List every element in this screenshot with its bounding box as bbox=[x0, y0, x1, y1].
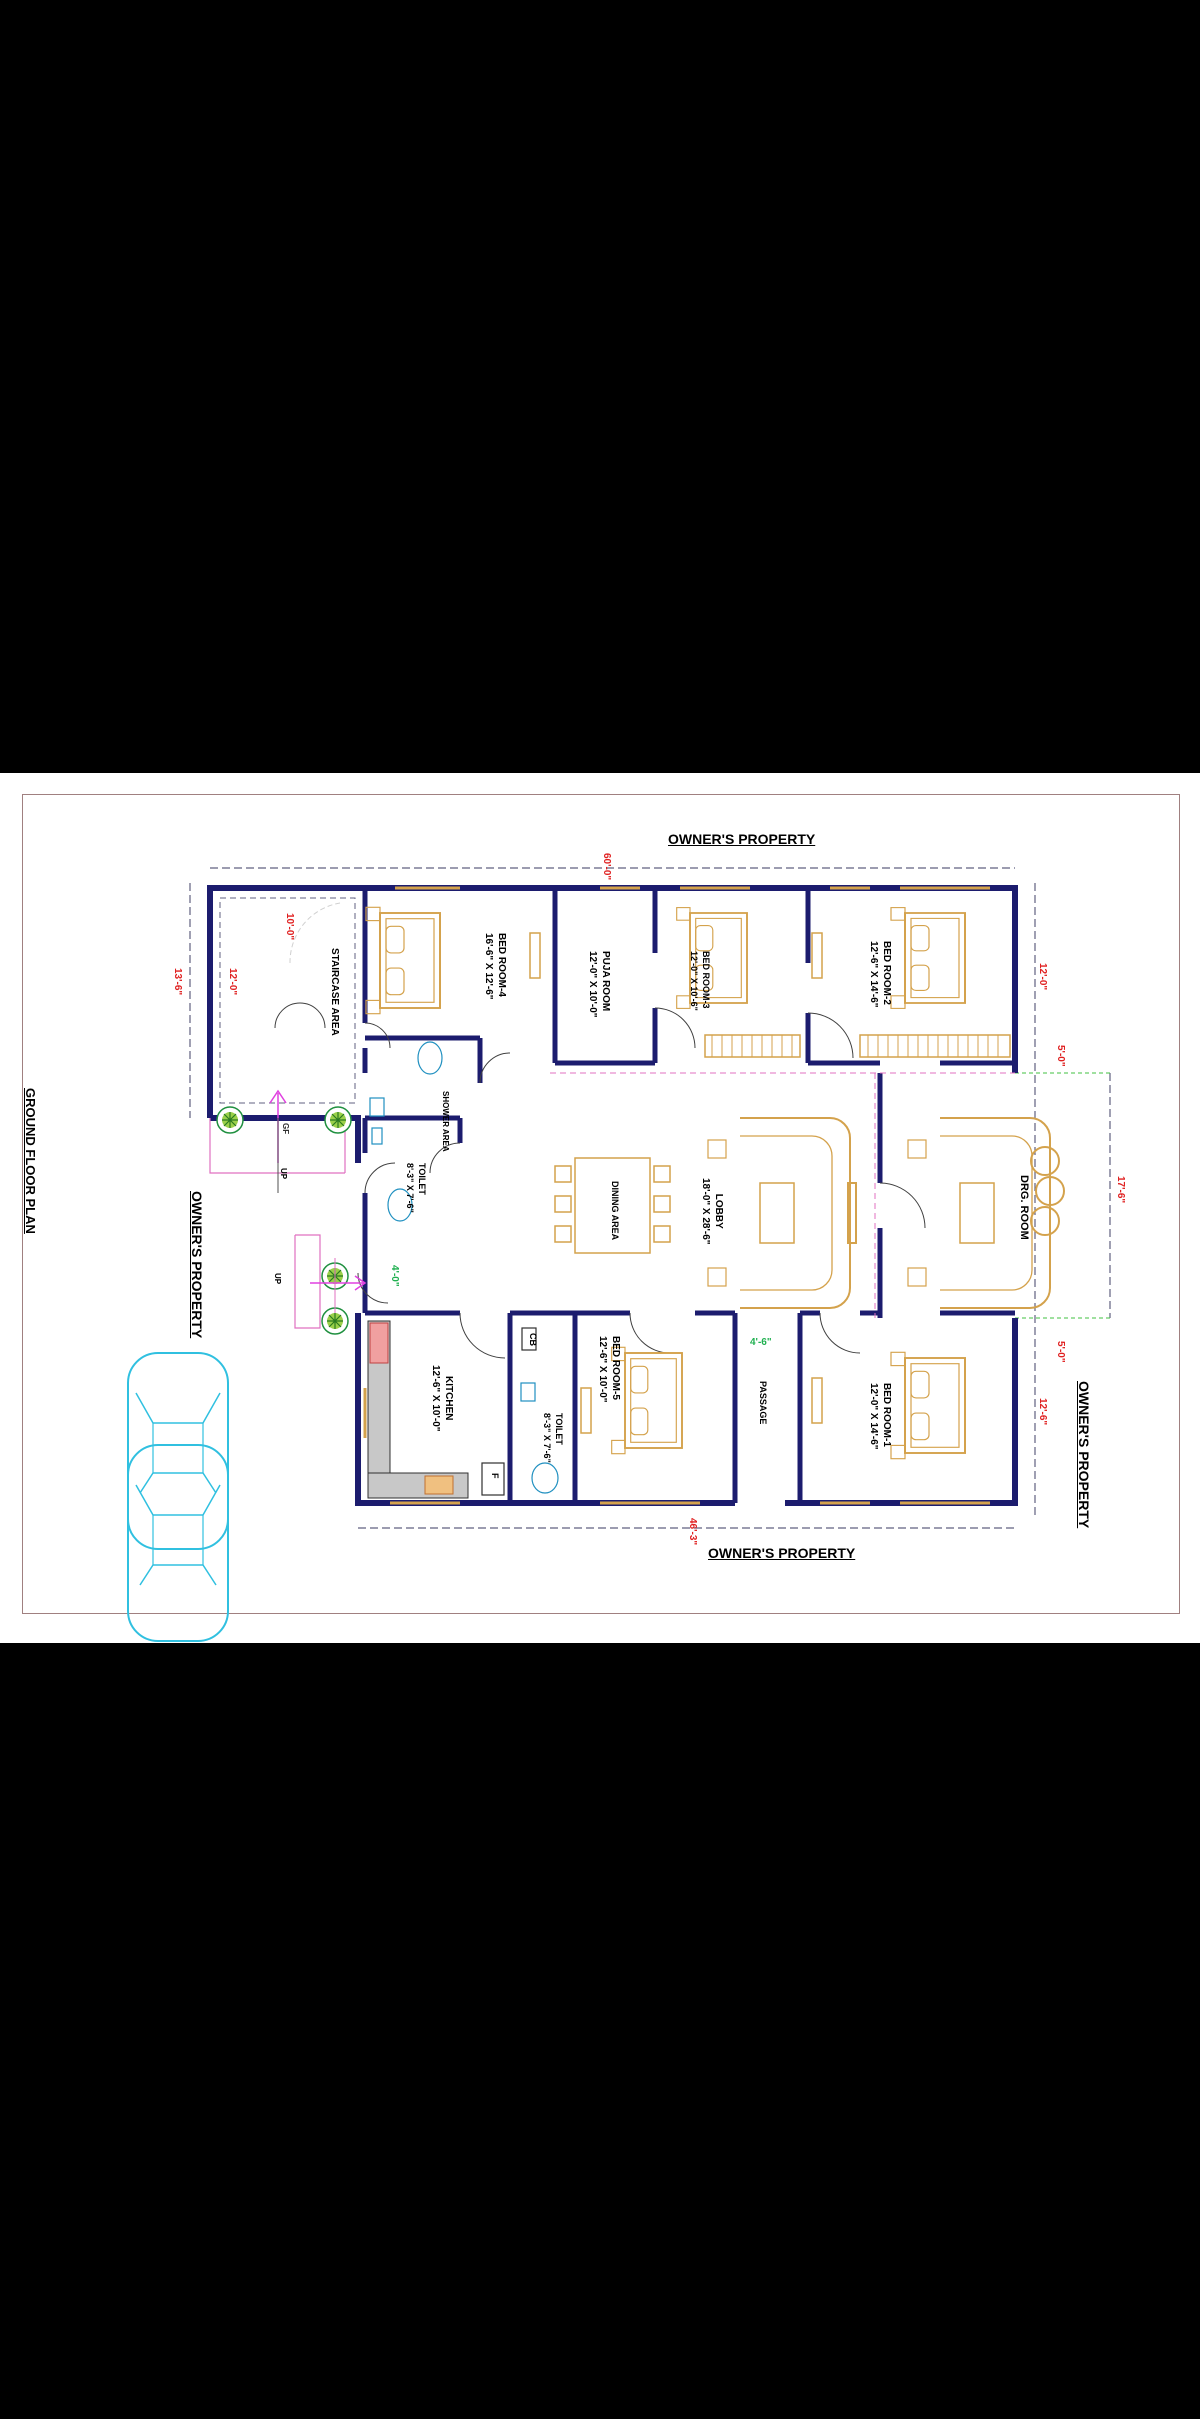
bed4-name: BED ROOM-4 bbox=[496, 933, 507, 997]
dining-table bbox=[554, 1157, 671, 1254]
drawing-sheet: GROUND FLOOR PLAN OWNER'S PROPERTY OWNER… bbox=[0, 773, 1200, 1643]
car-gf-label: GF bbox=[281, 1123, 290, 1135]
sheet-border bbox=[22, 794, 1180, 1614]
sofa-sets bbox=[550, 1072, 1065, 1318]
room-bed5: BED ROOM-5 12'-6" X 10'-0" bbox=[596, 1336, 622, 1403]
puja-size: 12'-0" X 10'-0" bbox=[587, 951, 598, 1018]
toilet-fixtures bbox=[369, 1041, 559, 1494]
room-passage: PASSAGE bbox=[758, 1381, 768, 1425]
boundary-right-label: OWNER'S PROPERTY bbox=[1076, 1381, 1092, 1529]
staircase-area bbox=[219, 897, 356, 1104]
bed1-name: BED ROOM-1 bbox=[881, 1383, 892, 1447]
bed1-size: 12'-0" X 14'-6" bbox=[868, 1383, 879, 1450]
dim-bottom: 46'-3" bbox=[687, 1518, 698, 1546]
room-bed1: BED ROOM-1 12'-0" X 14'-6" bbox=[867, 1383, 893, 1450]
bed4-size: 16'-6" X 12'-6" bbox=[483, 933, 494, 1000]
kitchen-size: 12'-6" X 10'-0" bbox=[430, 1365, 441, 1432]
room-lobby: LOBBY 18'-0" X 28'-6" bbox=[699, 1178, 725, 1245]
dim-stair-b: 12'-0" bbox=[227, 968, 238, 996]
room-toilet1: TOILET 8'-3" X 7'-6" bbox=[404, 1163, 428, 1213]
boundary-left-label: OWNER'S PROPERTY bbox=[189, 1191, 205, 1339]
bed5-name: BED ROOM-5 bbox=[610, 1336, 621, 1400]
stair-up-label: UP bbox=[279, 1168, 288, 1180]
gate-up-label: UP bbox=[273, 1273, 282, 1285]
cupboard-label: CB bbox=[528, 1333, 538, 1346]
lobby-name: LOBBY bbox=[713, 1193, 724, 1229]
property-boundary bbox=[189, 867, 1111, 1529]
boundary-top-label: OWNER'S PROPERTY bbox=[668, 831, 816, 847]
dim-passage: 4'-6" bbox=[750, 1337, 772, 1348]
toilet1-size: 8'-3" X 7'-6" bbox=[405, 1163, 415, 1213]
dim-right-a: 12'-0" bbox=[1037, 963, 1048, 991]
staircase-label: STAIRCASE AREA bbox=[329, 948, 340, 1036]
dim-left: 13'-6" bbox=[172, 968, 183, 996]
bed2-size: 12'-6" X 14'-6" bbox=[868, 941, 879, 1008]
room-dining: DINING AREA bbox=[610, 1181, 620, 1241]
toilet2-name: TOILET bbox=[554, 1413, 564, 1445]
dim-right-d: 5'-0" bbox=[1055, 1341, 1066, 1363]
kitchen-counter bbox=[367, 1320, 505, 1499]
porch-area bbox=[209, 1089, 367, 1335]
bed5-size: 12'-6" X 10'-0" bbox=[597, 1336, 608, 1403]
dim-right-c: 17'-6" bbox=[1115, 1176, 1126, 1204]
boundary-bottom-label: OWNER'S PROPERTY bbox=[708, 1545, 856, 1561]
room-kitchen: KITCHEN 12'-6" X 10'-0" bbox=[429, 1365, 455, 1432]
bed3-name: BED ROOM-3 bbox=[701, 951, 711, 1009]
room-drg: DRG. ROOM bbox=[1018, 1175, 1030, 1240]
room-bed3: BED ROOM-3 12'-0" X 10'-6" bbox=[688, 951, 712, 1011]
room-staircase: STAIRCASE AREA bbox=[328, 948, 340, 1036]
room-toilet2: TOILET 8'-3" X 7'-6" bbox=[541, 1413, 565, 1463]
room-puja: PUJA ROOM 12'-0" X 10'-0" bbox=[586, 951, 612, 1018]
room-bed2: BED ROOM-2 12'-6" X 14'-6" bbox=[867, 941, 893, 1008]
windows bbox=[363, 886, 990, 1505]
fridge-label: F bbox=[490, 1473, 500, 1479]
toilet1-name: TOILET bbox=[417, 1163, 427, 1195]
puja-name: PUJA ROOM bbox=[600, 951, 611, 1012]
floor-plan-drawing bbox=[127, 867, 1111, 1642]
wardrobe-hatch bbox=[711, 1035, 999, 1057]
room-bed4: BED ROOM-4 16'-6" X 12'-6" bbox=[482, 933, 508, 1000]
dim-right-e: 12'-6" bbox=[1037, 1398, 1048, 1426]
dim-right-b: 5'-0" bbox=[1055, 1045, 1066, 1067]
bed3-size: 12'-0" X 10'-6" bbox=[689, 951, 699, 1011]
car-parking bbox=[127, 1352, 229, 1642]
room-shower: SHOWER AREA bbox=[441, 1091, 450, 1152]
toilet2-size: 8'-3" X 7'-6" bbox=[542, 1413, 552, 1463]
bed2-name: BED ROOM-2 bbox=[881, 941, 892, 1005]
dim-stair-a: 10'-0" bbox=[284, 913, 295, 941]
dim-entry: 4'-0" bbox=[389, 1265, 400, 1287]
interior-walls bbox=[362, 888, 1015, 1503]
dim-top: 60'-0" bbox=[601, 853, 612, 881]
kitchen-name: KITCHEN bbox=[443, 1376, 454, 1421]
plan-title: GROUND FLOOR PLAN bbox=[23, 1088, 38, 1234]
lobby-size: 18'-0" X 28'-6" bbox=[700, 1178, 711, 1245]
door-swings bbox=[274, 1002, 926, 1359]
